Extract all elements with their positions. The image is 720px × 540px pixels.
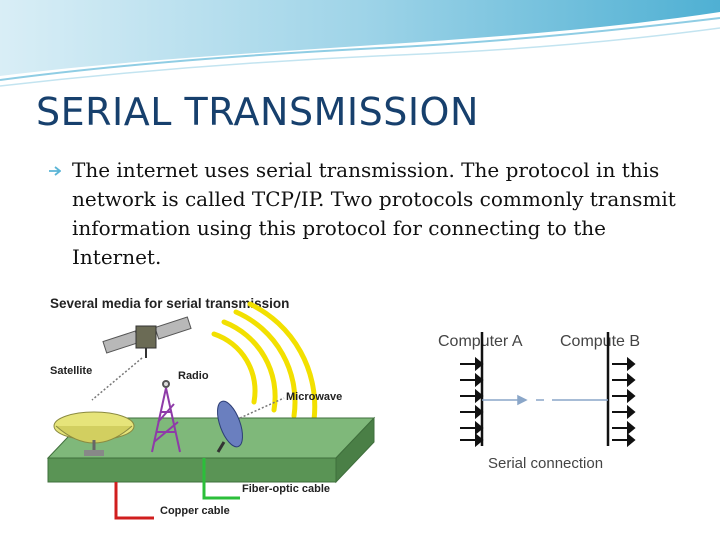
bullet-text-block: The internet uses serial transmission. T… — [48, 156, 688, 272]
media-illustration: Several media for serial transmission Sa… — [46, 296, 376, 520]
radio-wave-arcs — [211, 301, 318, 423]
radio-tower-icon — [151, 380, 181, 453]
satellite-icon — [102, 316, 192, 358]
label-copper: Copper cable — [160, 505, 230, 517]
microwave-dish-icon — [216, 400, 243, 453]
bullet-text: The internet uses serial transmission. T… — [72, 158, 676, 269]
copper-cable-line — [114, 482, 154, 520]
slide-title: SERIAL TRANSMISSION — [36, 90, 479, 134]
computer-b-arrows — [612, 356, 636, 448]
serial-connection-diagram: Computer A Compute B Serial connection — [438, 332, 640, 472]
fiber-optic-line — [202, 458, 240, 500]
label-satellite: Satellite — [50, 365, 92, 377]
header-wave-decoration — [0, 0, 720, 87]
label-computer-b: Compute B — [560, 333, 640, 350]
label-fiber: Fiber-optic cable — [242, 483, 330, 495]
computer-a-arrows — [460, 356, 484, 448]
satellite-dish-icon — [53, 411, 135, 456]
label-serial-connection: Serial connection — [488, 455, 603, 472]
label-microwave: Microwave — [286, 391, 342, 403]
serial-data-line — [482, 394, 608, 406]
label-computer-a: Computer A — [438, 333, 523, 350]
media-figure-title: Several media for serial transmission — [50, 296, 289, 311]
label-radio: Radio — [178, 370, 209, 382]
bullet-arrow-icon — [49, 166, 61, 176]
